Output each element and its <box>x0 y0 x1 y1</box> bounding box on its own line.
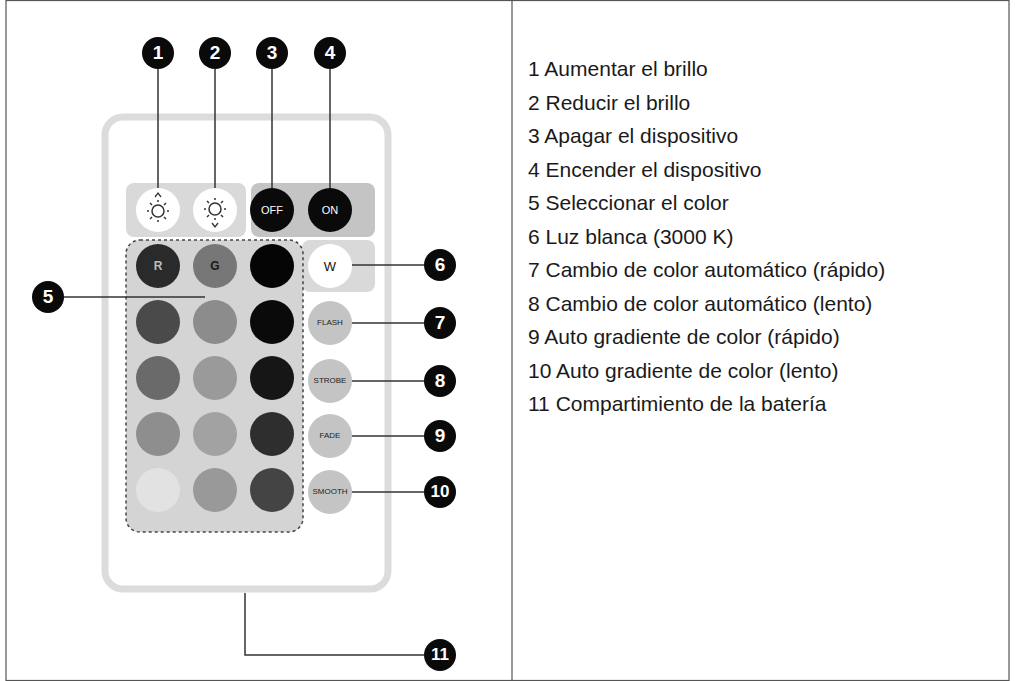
brightness-band <box>126 183 246 237</box>
callout-number: 5 <box>32 281 64 313</box>
button-label: W <box>324 260 336 273</box>
legend-list: 1 Aumentar el brillo2 Reducir el brillo3… <box>528 52 998 421</box>
legend-item: 1 Aumentar el brillo <box>528 52 998 86</box>
leader-lines <box>64 69 424 655</box>
legend-item: 7 Cambio de color automático (rápido) <box>528 253 998 287</box>
white-button: W <box>308 244 352 288</box>
button-label: SMOOTH <box>312 488 347 496</box>
table-frame <box>6 1 1009 681</box>
callout-number: 7 <box>424 307 456 339</box>
callout-number: 4 <box>314 37 346 69</box>
legend-item: 3 Apagar el dispositivo <box>528 119 998 153</box>
red-button: R <box>136 244 180 288</box>
white-band <box>302 240 375 292</box>
legend-item: 8 Cambio de color automático (lento) <box>528 287 998 321</box>
legend-item: 9 Auto gradiente de color (rápido) <box>528 320 998 354</box>
table-divider <box>511 0 512 681</box>
green-button: G <box>193 244 237 288</box>
callout-number: 10 <box>424 476 456 508</box>
legend-item: 2 Reducir el brillo <box>528 86 998 120</box>
button-label: OFF <box>261 205 283 216</box>
fade-button: FADE <box>308 414 352 458</box>
off-button: OFF <box>250 188 294 232</box>
color-group <box>126 240 303 532</box>
callout-number: 6 <box>424 249 456 281</box>
legend-item: 5 Seleccionar el color <box>528 186 998 220</box>
button-label: R <box>154 260 163 272</box>
legend-item: 4 Encender el dispositivo <box>528 153 998 187</box>
on-button: ON <box>308 188 352 232</box>
brightness-down-button <box>193 188 237 232</box>
legend-item: 10 Auto gradiente de color (lento) <box>528 354 998 388</box>
legend-item: 11 Compartimiento de la batería <box>528 387 998 421</box>
callout-number: 9 <box>424 420 456 452</box>
button-label: FLASH <box>317 319 343 327</box>
button-label: FADE <box>320 432 341 440</box>
power-band <box>251 183 375 237</box>
button-label: G <box>210 260 219 272</box>
brightness-up-button <box>136 188 180 232</box>
legend-item: 6 Luz blanca (3000 K) <box>528 220 998 254</box>
smooth-button: SMOOTH <box>308 470 352 514</box>
remote-body <box>105 117 388 589</box>
button-label: STROBE <box>314 377 347 385</box>
callout-circles <box>32 37 456 671</box>
flash-button: FLASH <box>308 301 352 345</box>
button-label: ON <box>322 205 339 216</box>
callout-number: 1 <box>142 37 174 69</box>
callout-number: 8 <box>424 365 456 397</box>
callout-number: 2 <box>199 37 231 69</box>
strobe-button: STROBE <box>308 359 352 403</box>
color-buttons <box>136 244 294 512</box>
callout-number: 11 <box>424 639 456 671</box>
callout-number: 3 <box>256 37 288 69</box>
